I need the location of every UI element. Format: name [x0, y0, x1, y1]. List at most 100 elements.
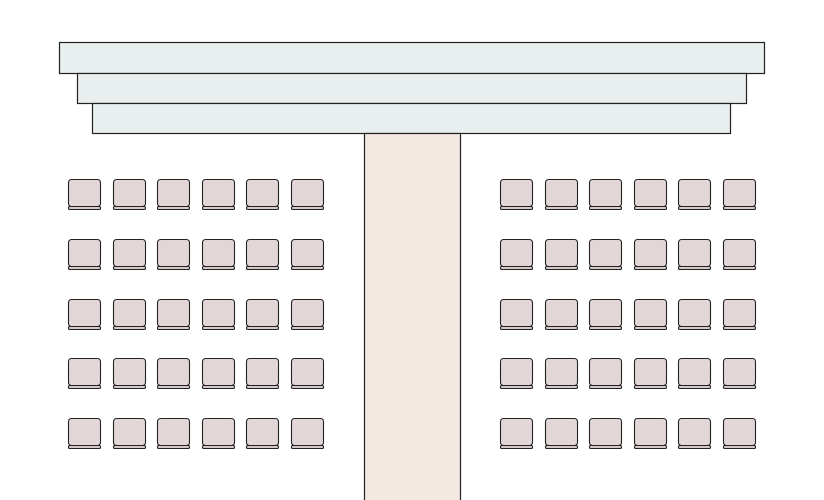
seat-back [633, 357, 668, 387]
seat-back [156, 357, 191, 387]
seat-front [722, 205, 757, 211]
seat-back [67, 238, 102, 268]
seat [633, 298, 668, 331]
seat-back [677, 178, 712, 208]
seat-back [588, 417, 623, 447]
seat [245, 298, 280, 331]
seat-section-right [499, 178, 757, 450]
seat-back [544, 417, 579, 447]
seat-front [201, 384, 236, 390]
seat [67, 357, 102, 390]
seat-back [156, 178, 191, 208]
seat-front [67, 265, 102, 271]
seat [722, 298, 757, 331]
seat-back [633, 298, 668, 328]
seat-front [544, 205, 579, 211]
seat [290, 298, 325, 331]
seat-front [245, 384, 280, 390]
seat-back [499, 417, 534, 447]
seat-back [290, 238, 325, 268]
seat-front [677, 444, 712, 450]
seat-back [588, 298, 623, 328]
seat [499, 298, 534, 331]
seat [112, 238, 147, 271]
seat-back [245, 417, 280, 447]
seat [67, 238, 102, 271]
seat-back [722, 238, 757, 268]
seat-front [633, 205, 668, 211]
seat [112, 298, 147, 331]
seat-front [544, 325, 579, 331]
seat-back [290, 298, 325, 328]
seat [112, 417, 147, 450]
seat-front [722, 384, 757, 390]
seat-front [245, 444, 280, 450]
seat-front [112, 205, 147, 211]
seat-front [677, 384, 712, 390]
seat [588, 417, 623, 450]
seat-back [633, 238, 668, 268]
seat-back [722, 417, 757, 447]
seat-front [633, 444, 668, 450]
seat [677, 357, 712, 390]
seat-front [156, 205, 191, 211]
seat-front [677, 205, 712, 211]
seat [544, 178, 579, 211]
seat-back [112, 298, 147, 328]
seat-front [722, 444, 757, 450]
seat-front [633, 325, 668, 331]
seat-front [722, 265, 757, 271]
seat-back [245, 178, 280, 208]
seat-front [588, 384, 623, 390]
seat-back [544, 298, 579, 328]
stage-tier-top [58, 41, 766, 75]
seat-back [112, 357, 147, 387]
seat-back [112, 178, 147, 208]
seat-front [290, 325, 325, 331]
seat-front [544, 384, 579, 390]
seat-back [67, 357, 102, 387]
seat-front [588, 205, 623, 211]
seat-front [112, 265, 147, 271]
stage-tier-middle [76, 72, 748, 105]
seat-back [722, 298, 757, 328]
seat [201, 298, 236, 331]
seat [67, 298, 102, 331]
seat-front [156, 325, 191, 331]
seat [677, 238, 712, 271]
seat-back [722, 357, 757, 387]
center-aisle [363, 132, 462, 500]
seat [588, 238, 623, 271]
seat-front [544, 265, 579, 271]
seat [156, 357, 191, 390]
seat-back [290, 178, 325, 208]
seat [156, 417, 191, 450]
seat-back [544, 178, 579, 208]
seat-front [499, 444, 534, 450]
seat-front [677, 265, 712, 271]
seat-front [633, 384, 668, 390]
seat-back [588, 178, 623, 208]
seat [156, 298, 191, 331]
seat-back [633, 417, 668, 447]
seat-front [201, 325, 236, 331]
seat-back [67, 298, 102, 328]
seat-front [112, 325, 147, 331]
seat [156, 178, 191, 211]
seat [677, 417, 712, 450]
seat-back [112, 417, 147, 447]
seat-back [201, 417, 236, 447]
seat-front [290, 444, 325, 450]
seat-front [290, 205, 325, 211]
seat [633, 417, 668, 450]
seat [633, 238, 668, 271]
seat [588, 178, 623, 211]
seat [290, 417, 325, 450]
seat [201, 238, 236, 271]
stage [58, 41, 766, 135]
seat-back [588, 238, 623, 268]
seat-front [67, 444, 102, 450]
seat [722, 178, 757, 211]
seat [112, 357, 147, 390]
seat-front [67, 325, 102, 331]
